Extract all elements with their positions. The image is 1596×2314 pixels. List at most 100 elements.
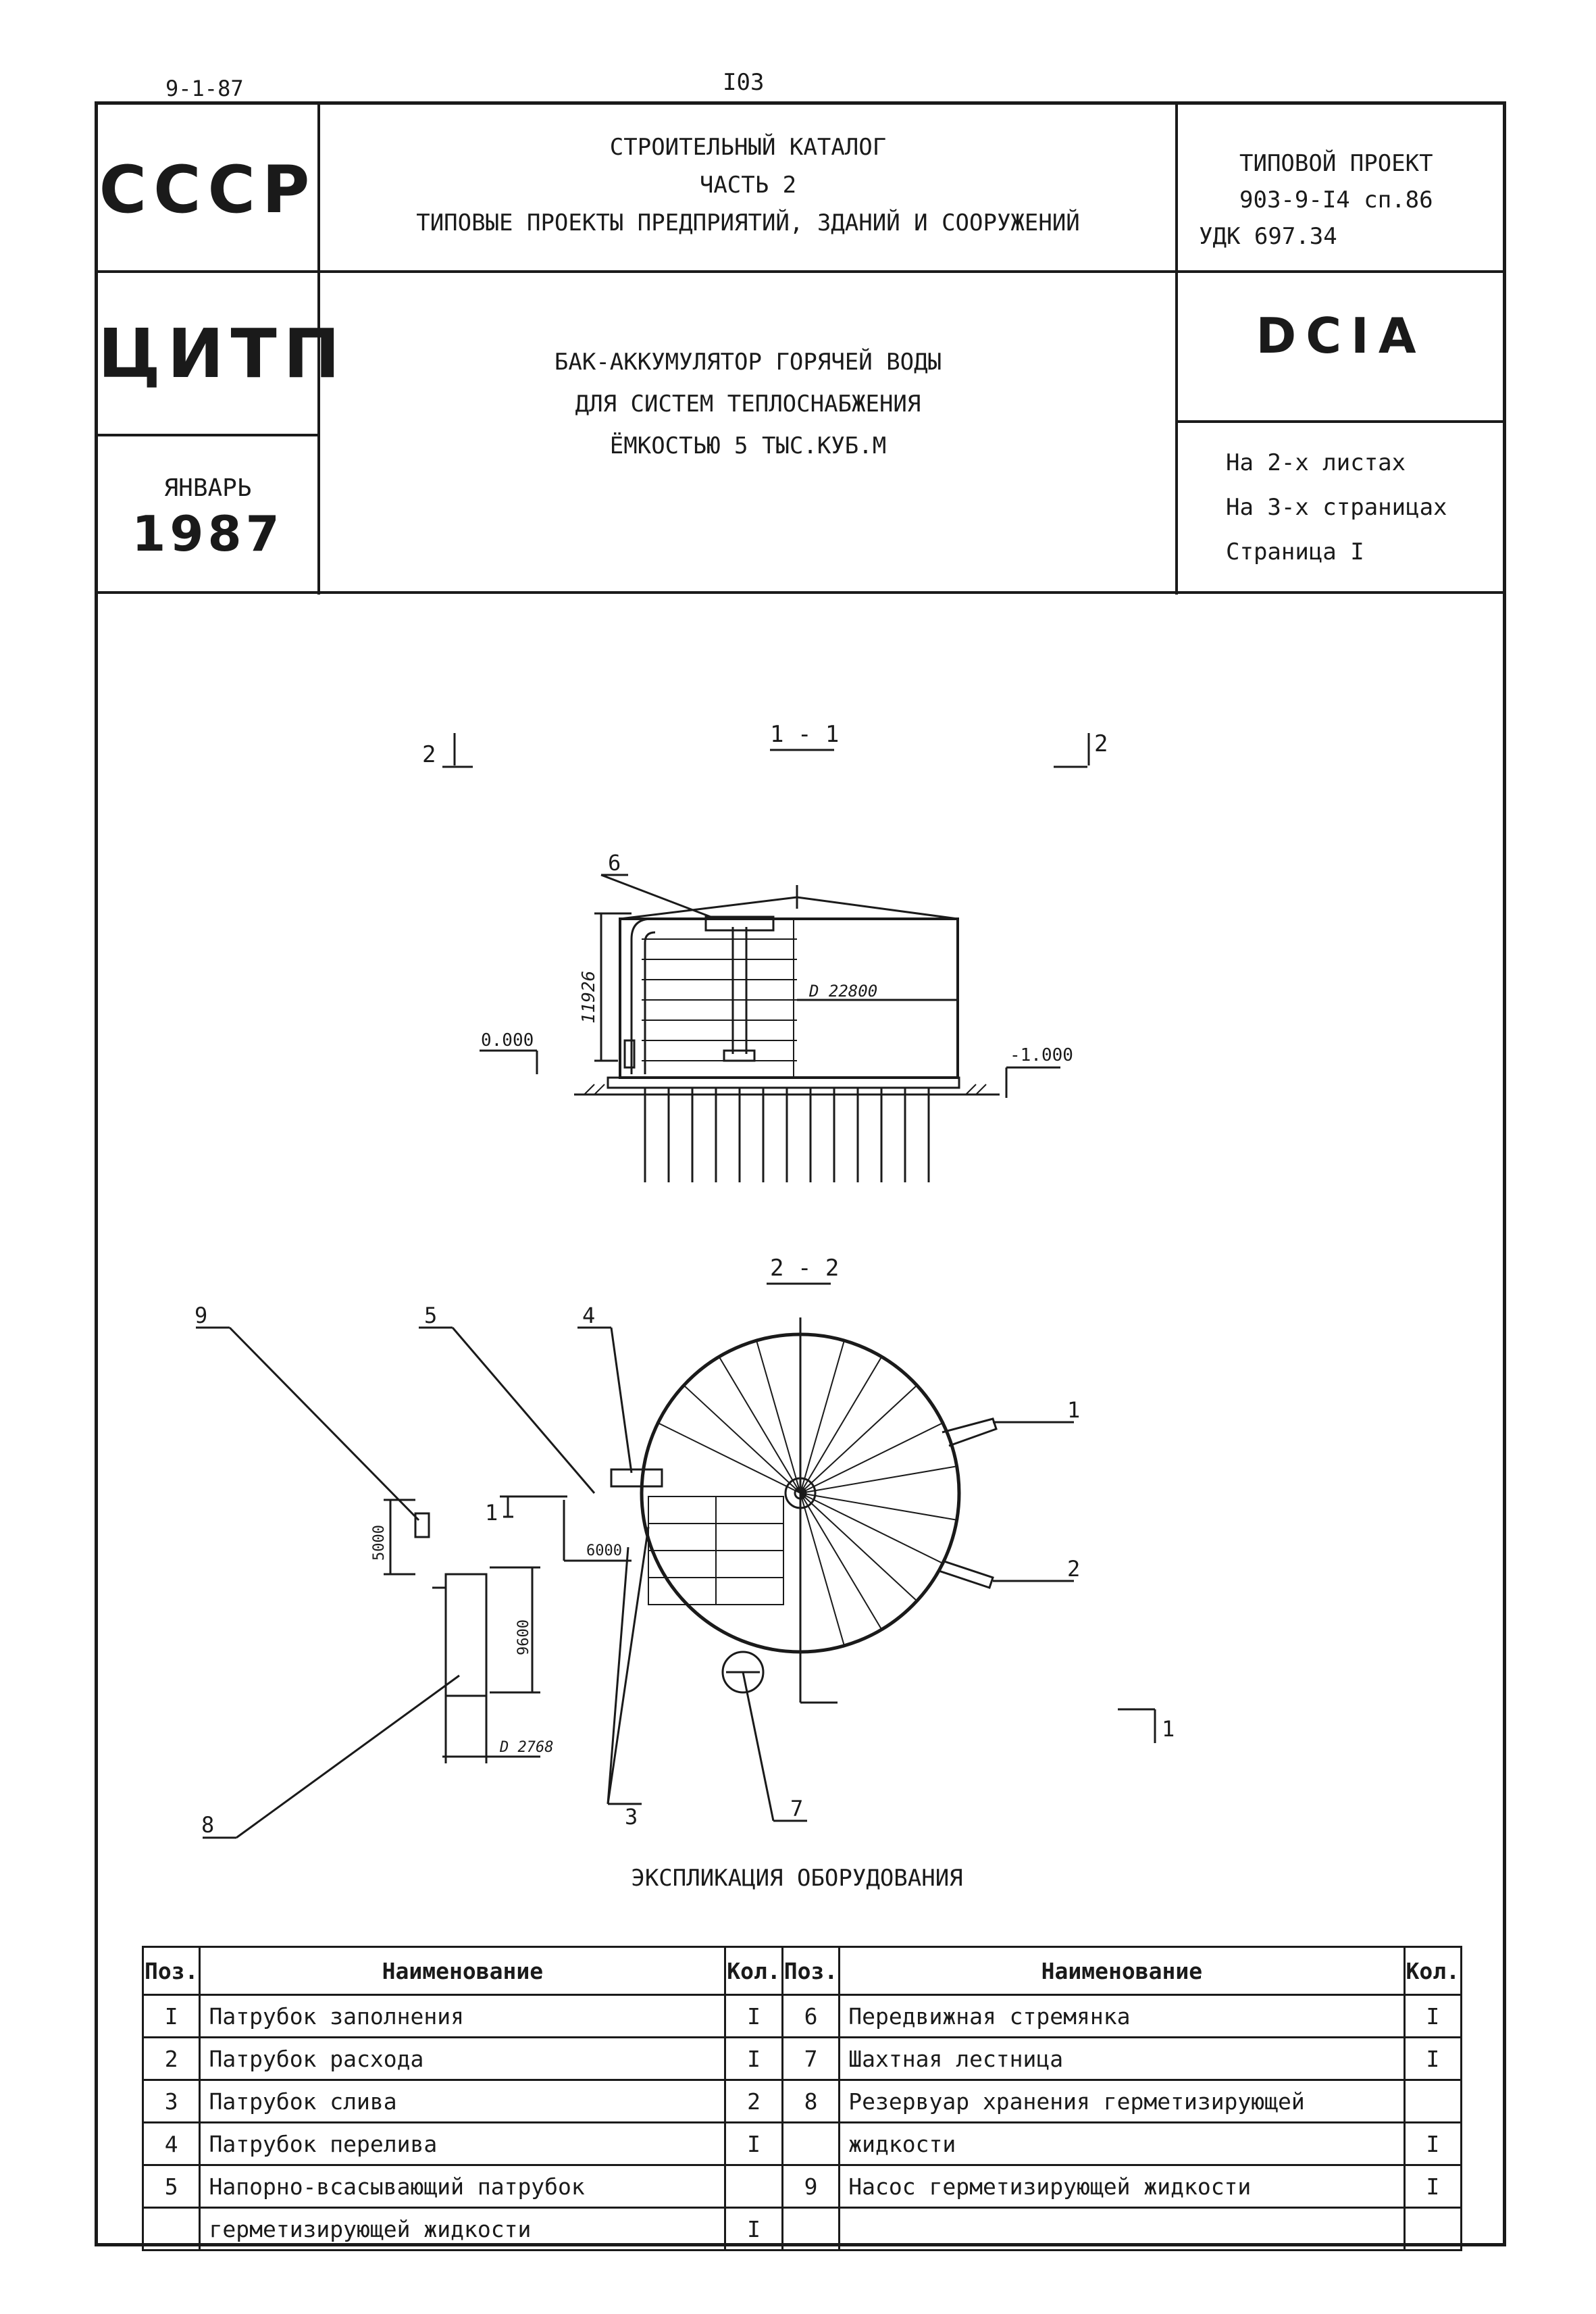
- header-divider: [1175, 420, 1506, 423]
- project-line: УДК 697.34: [1199, 223, 1337, 250]
- qty-cell: I: [724, 2121, 783, 2166]
- project-line: 903-9-I4 сп.86: [1239, 186, 1433, 213]
- pos-cell: 2: [141, 2036, 201, 2081]
- header-divider: [95, 270, 1506, 273]
- qty-cell: I: [724, 2036, 783, 2081]
- pos-cell: 4: [141, 2121, 201, 2166]
- name-cell: Патрубок заполнения: [199, 1994, 727, 2038]
- diameter-label: D 22800: [808, 982, 877, 1001]
- title-line: БАК-АККУМУЛЯТОР ГОРЯЧЕЙ ВОДЫ: [554, 349, 942, 376]
- dim-9600: 9600: [515, 1619, 532, 1655]
- name-cell: Напорно-всасывающий патрубок: [199, 2164, 727, 2209]
- header-qty: Кол.: [1403, 1946, 1462, 1996]
- header-divider: [317, 101, 320, 595]
- project-block: ТИПОВОЙ ПРОЕКТ 903-9-I4 сп.86 УДК 697.34: [1199, 145, 1496, 255]
- pos-cell: 3: [141, 2079, 201, 2123]
- ussr-label: СССР: [99, 152, 317, 228]
- name-cell: жидкости: [838, 2121, 1406, 2166]
- name-cell: [838, 2207, 1406, 2251]
- cut-2-left: 2: [422, 741, 436, 768]
- pos-cell: 5: [141, 2164, 201, 2209]
- callout-1: 1: [1067, 1397, 1080, 1423]
- name-cell: Шахтная лестница: [838, 2036, 1406, 2081]
- section-2-label: 2 - 2: [770, 1255, 839, 1282]
- title-line: ЁМКОСТЬЮ 5 ТЫС.КУБ.М: [609, 432, 887, 459]
- name-cell: Патрубок перелива: [199, 2121, 727, 2166]
- doc-code-top: 9-1-87: [165, 76, 244, 101]
- cut-1-left: 1: [485, 1500, 498, 1526]
- qty-cell: I: [1403, 2036, 1462, 2081]
- header-divider: [95, 591, 1506, 594]
- callout-3: 3: [625, 1804, 638, 1830]
- issue-month: ЯНВАРЬ: [163, 474, 252, 502]
- callout-5: 5: [424, 1303, 437, 1328]
- catalog-line: ЧАСТЬ 2: [699, 172, 797, 199]
- pos-cell: 9: [781, 2164, 841, 2209]
- page-number: I03: [723, 69, 765, 96]
- callout-7: 7: [790, 1796, 803, 1821]
- title-line: ДЛЯ СИСТЕМ ТЕПЛОСНАБЖЕНИЯ: [575, 391, 921, 418]
- cut-1-right: 1: [1162, 1716, 1175, 1742]
- qty-cell: 2: [724, 2079, 783, 2123]
- header-name: Наименование: [838, 1946, 1406, 1996]
- name-cell: Патрубок слива: [199, 2079, 727, 2123]
- explication-table: Поз. Наименование Кол. Поз. Наименование…: [141, 1946, 1462, 2251]
- document-title: БАК-АККУМУЛЯТОР ГОРЯЧЕЙ ВОДЫ ДЛЯ СИСТЕМ …: [321, 341, 1175, 467]
- name-cell: Насос герметизирующей жидкости: [838, 2164, 1406, 2209]
- pos-cell: I: [141, 1994, 201, 2038]
- table-row: I Патрубок заполнения I 6 Передвижная ст…: [141, 1994, 1462, 2038]
- qty-cell: I: [724, 1994, 783, 2038]
- catalog-block: СТРОИТЕЛЬНЫЙ КАТАЛОГ ЧАСТЬ 2 ТИПОВЫЕ ПРО…: [321, 128, 1175, 242]
- dim-5000: 5000: [371, 1525, 388, 1561]
- level-zero: 0.000: [481, 1030, 534, 1051]
- table-row: 2 Патрубок расхода I 7 Шахтная лестница …: [141, 2036, 1462, 2081]
- qty-cell: [1403, 2079, 1462, 2123]
- name-cell: Передвижная стремянка: [838, 1994, 1406, 2038]
- explication-title: ЭКСПЛИКАЦИЯ ОБОРУДОВАНИЯ: [631, 1865, 963, 1892]
- table-row: 3 Патрубок слива 2 8 Резервуар хранения …: [141, 2079, 1462, 2123]
- qty-cell: I: [724, 2207, 783, 2251]
- cut-2-right: 2: [1094, 730, 1108, 757]
- sheet-line: На 2-х листах: [1226, 449, 1406, 476]
- height-dimension: 11926: [579, 971, 599, 1024]
- citp-label: ЦИТП: [98, 314, 347, 393]
- pos-cell: 6: [781, 1994, 841, 2038]
- callout-6: 6: [608, 850, 621, 876]
- header-pos: Поз.: [141, 1946, 201, 1996]
- qty-cell: I: [1403, 2164, 1462, 2209]
- level-minus: -1.000: [1010, 1045, 1073, 1065]
- issue-year: 1987: [132, 505, 284, 562]
- sheet-info: На 2-х листах На 3-х страницах Страница …: [1226, 441, 1503, 574]
- dim-6000: 6000: [586, 1542, 622, 1559]
- catalog-line: СТРОИТЕЛЬНЫЙ КАТАЛОГ: [609, 134, 887, 161]
- table-row: герметизирующей жидкости I: [141, 2207, 1462, 2251]
- callout-9: 9: [195, 1303, 207, 1328]
- pos-cell: 7: [781, 2036, 841, 2081]
- table-row: 5 Напорно-всасывающий патрубок 9 Насос г…: [141, 2164, 1462, 2209]
- header-name: Наименование: [199, 1946, 727, 1996]
- table-header: Поз. Наименование Кол. Поз. Наименование…: [141, 1946, 1462, 1996]
- header-pos: Поз.: [781, 1946, 841, 1996]
- name-cell: герметизирующей жидкости: [199, 2207, 727, 2251]
- series-code: DCIA: [1256, 307, 1426, 364]
- table-row: 4 Патрубок перелива I жидкости I: [141, 2121, 1462, 2166]
- qty-cell: I: [1403, 1994, 1462, 2038]
- project-line: ТИПОВОЙ ПРОЕКТ: [1239, 150, 1433, 177]
- qty-cell: [1403, 2207, 1462, 2251]
- qty-cell: [724, 2164, 783, 2209]
- callout-4: 4: [582, 1303, 595, 1328]
- dim-d2768: D 2768: [499, 1739, 553, 1756]
- section-1-label: 1 - 1: [770, 721, 839, 748]
- catalog-line: ТИПОВЫЕ ПРОЕКТЫ ПРЕДПРИЯТИЙ, ЗДАНИЙ И СО…: [416, 209, 1080, 236]
- name-cell: Патрубок расхода: [199, 2036, 727, 2081]
- qty-cell: I: [1403, 2121, 1462, 2166]
- header-divider: [95, 434, 319, 436]
- pos-cell: [781, 2121, 841, 2166]
- name-cell: Резервуар хранения герметизирующей: [838, 2079, 1406, 2123]
- sheet-line: Страница I: [1226, 538, 1364, 565]
- header-qty: Кол.: [724, 1946, 783, 1996]
- sheet-line: На 3-х страницах: [1226, 494, 1447, 521]
- pos-cell: [781, 2207, 841, 2251]
- callout-2: 2: [1067, 1556, 1080, 1582]
- callout-8: 8: [201, 1812, 214, 1838]
